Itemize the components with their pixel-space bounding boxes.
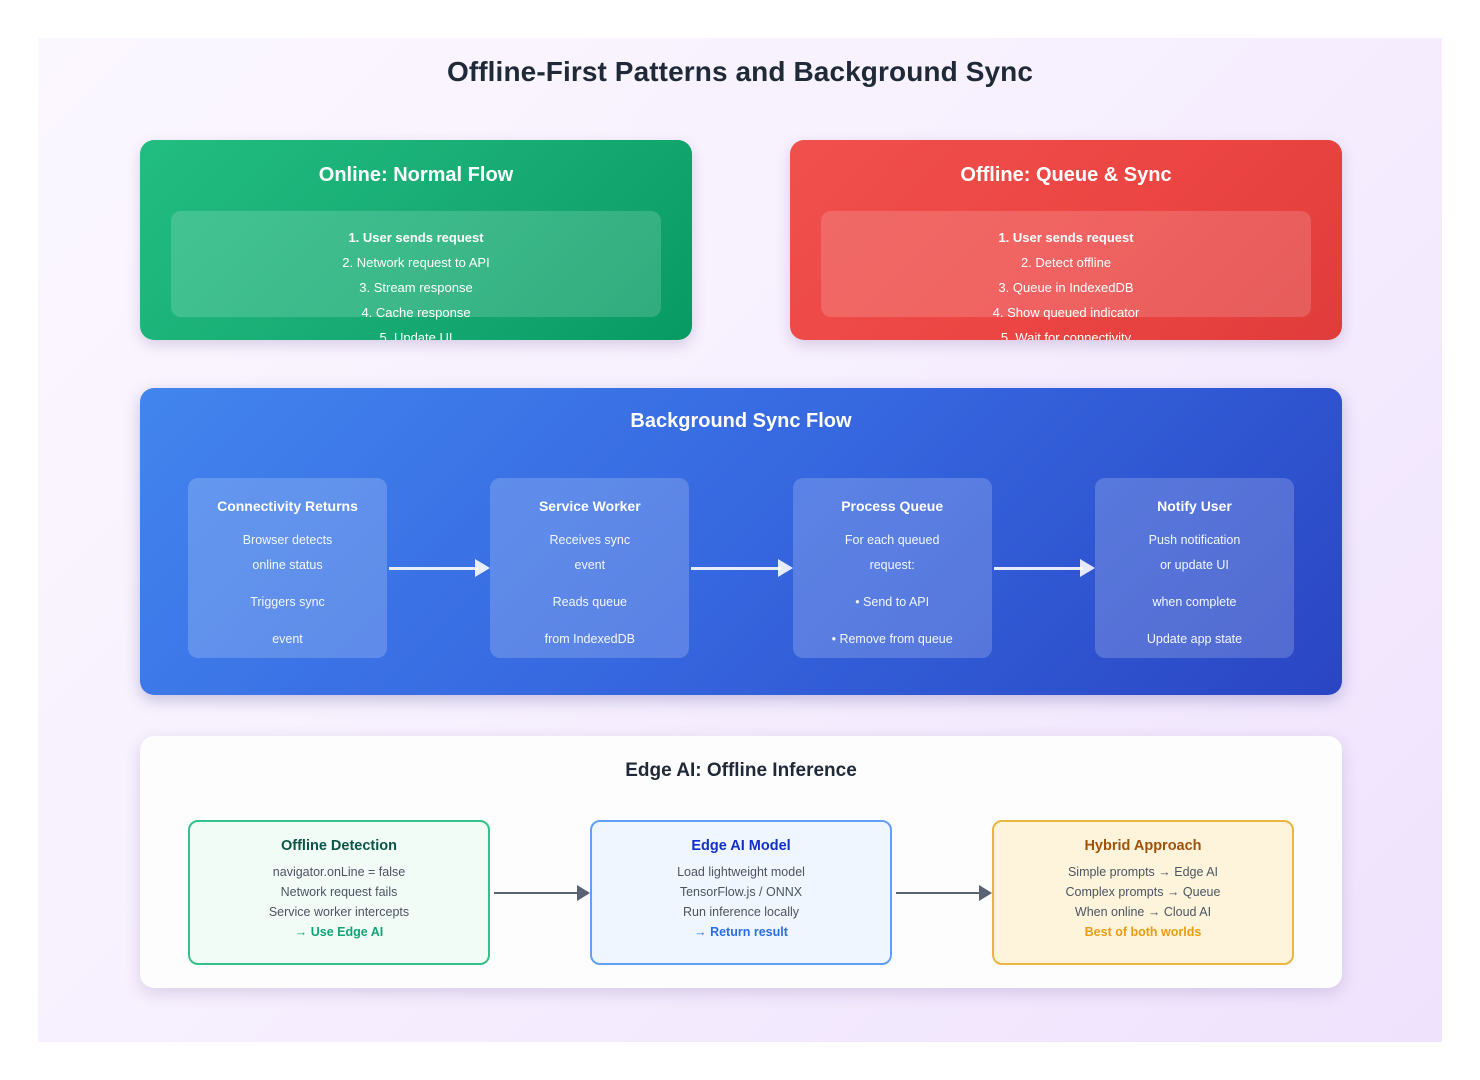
- edge-node-line: When online → Cloud AI: [1074, 905, 1212, 919]
- edge-node-accent-line: → Return result: [694, 925, 788, 939]
- sync-node-service-worker: Service Worker Receives sync event Reads…: [490, 478, 690, 658]
- sync-node-line: • Remove from queue: [831, 632, 953, 646]
- sync-node-line: when complete: [1152, 595, 1237, 609]
- flow-step: 5. Wait for connectivity: [1000, 330, 1132, 340]
- arrow-right-icon: [490, 884, 590, 901]
- sync-node-title: Service Worker: [538, 498, 641, 514]
- flow-step: 3. Stream response: [359, 280, 473, 295]
- flow-step: 3. Queue in IndexedDB: [998, 280, 1134, 295]
- flow-step: 4. Cache response: [361, 305, 471, 320]
- sync-node-line: • Send to API: [855, 595, 930, 609]
- background-sync-section: Background Sync Flow Connectivity Return…: [140, 388, 1342, 695]
- edge-node-accent-line: → Use Edge AI: [294, 925, 384, 939]
- flow-card-offline: Offline: Queue & Sync 1. User sends requ…: [790, 140, 1342, 340]
- edge-node-line: Complex prompts → Queue: [1065, 885, 1221, 899]
- flow-step: 1. User sends request: [998, 230, 1134, 245]
- edge-node-line: TensorFlow.js / ONNX: [679, 885, 803, 899]
- section-title: Edge AI: Offline Inference: [625, 760, 857, 781]
- flow-card-online: Online: Normal Flow 1. User sends reques…: [140, 140, 692, 340]
- sync-node-title: Connectivity Returns: [217, 498, 358, 514]
- arrow-right-icon: [387, 559, 491, 577]
- edge-node-line: navigator.onLine = false: [272, 865, 406, 879]
- section-title: Background Sync Flow: [630, 410, 852, 432]
- page-title: Offline-First Patterns and Background Sy…: [446, 56, 1034, 87]
- arrow-right-icon: [689, 559, 793, 577]
- arrow-right-icon: [892, 884, 992, 901]
- edge-node-title: Hybrid Approach: [1084, 838, 1202, 854]
- edge-step-row: Offline Detection navigator.onLine = fal…: [188, 820, 1294, 965]
- flow-step: 4. Show queued indicator: [992, 305, 1140, 320]
- edge-node-line: Run inference locally: [682, 905, 800, 919]
- sync-node-title: Notify User: [1157, 498, 1232, 514]
- sync-node-line: request:: [869, 558, 915, 572]
- edge-node-title: Offline Detection: [280, 838, 397, 854]
- sync-node-line: Reads queue: [552, 595, 628, 609]
- sync-node-line: event: [574, 558, 606, 572]
- flow-step: 2. Network request to API: [342, 255, 490, 270]
- sync-node-line: Update app state: [1146, 632, 1243, 646]
- sync-node-line: Browser detects: [242, 533, 333, 547]
- edge-node-title: Edge AI Model: [691, 838, 791, 854]
- flow-steps-panel: 1. User sends request 2. Network request…: [171, 211, 661, 340]
- sync-node-title: Process Queue: [841, 498, 944, 514]
- flow-card-title: Online: Normal Flow: [318, 164, 514, 186]
- flow-step: 5. Update UI: [379, 330, 453, 340]
- sync-node-connectivity-returns: Connectivity Returns Browser detects onl…: [188, 478, 387, 658]
- sync-node-line: event: [272, 632, 303, 646]
- diagram-canvas: Offline-First Patterns and Background Sy…: [38, 38, 1442, 1042]
- flow-steps-panel: 1. User sends request 2. Detect offline …: [821, 211, 1311, 340]
- flow-step: 2. Detect offline: [1020, 255, 1112, 270]
- flow-step: 1. User sends request: [348, 230, 484, 245]
- sync-step-row: Connectivity Returns Browser detects onl…: [188, 478, 1294, 658]
- sync-node-line: For each queued: [844, 533, 940, 547]
- sync-node-line: from IndexedDB: [544, 632, 635, 646]
- sync-node-line: Push notification: [1148, 533, 1241, 547]
- edge-ai-section: Edge AI: Offline Inference Offline Detec…: [140, 736, 1342, 988]
- sync-node-line: or update UI: [1160, 558, 1229, 572]
- edge-node-line: Network request fails: [280, 885, 398, 899]
- sync-node-line: Receives sync: [549, 533, 631, 547]
- sync-node-line: Triggers sync: [250, 595, 325, 609]
- arrow-right-icon: [992, 559, 1095, 577]
- edge-node-line: Simple prompts → Edge AI: [1067, 865, 1219, 879]
- edge-node-accent-line: Best of both worlds: [1084, 925, 1202, 939]
- edge-node-hybrid-approach: Hybrid Approach Simple prompts → Edge AI…: [992, 820, 1294, 965]
- edge-node-line: Service worker intercepts: [268, 905, 410, 919]
- sync-node-notify-user: Notify User Push notification or update …: [1094, 478, 1294, 658]
- sync-node-line: online status: [252, 558, 323, 572]
- flow-card-title: Offline: Queue & Sync: [960, 164, 1172, 186]
- sync-node-process-queue: Process Queue For each queued request: •…: [792, 478, 992, 658]
- edge-node-offline-detection: Offline Detection navigator.onLine = fal…: [188, 820, 490, 965]
- edge-node-edge-ai-model: Edge AI Model Load lightweight model Ten…: [590, 820, 892, 965]
- edge-node-line: Load lightweight model: [677, 865, 805, 879]
